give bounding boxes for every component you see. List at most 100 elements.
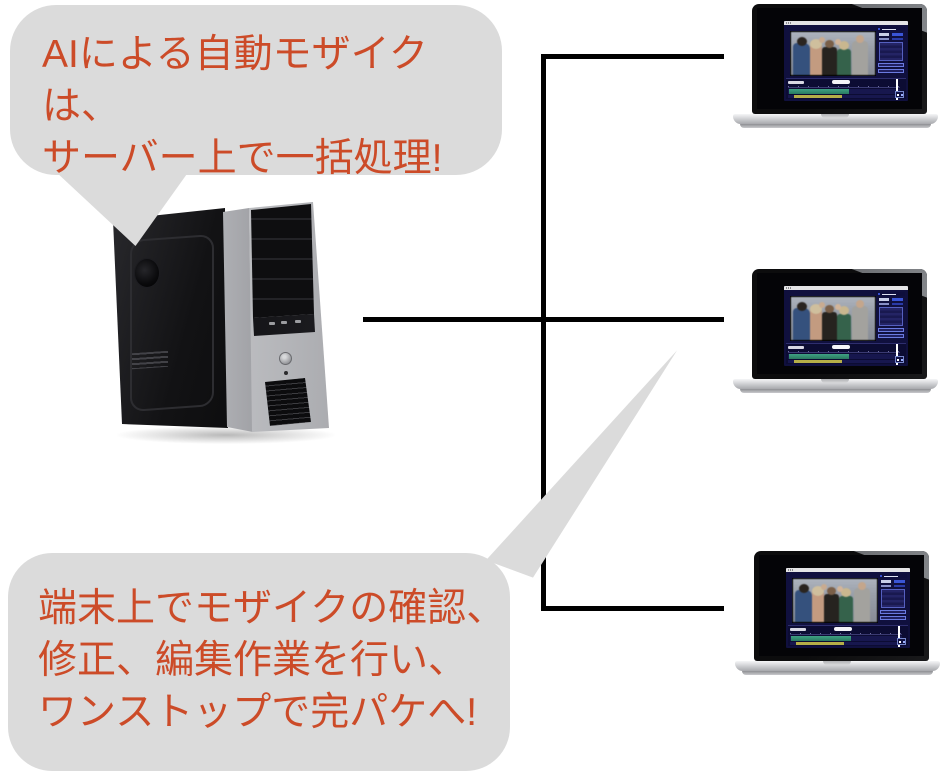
figure-black-shirt — [822, 47, 837, 75]
terminal-callout-line-1: 端末上でモザイクの確認、 — [38, 587, 506, 630]
figure-blonde — [810, 310, 822, 340]
connector-vertical-line — [541, 54, 546, 611]
blurred-face — [819, 302, 825, 308]
client-laptop-1 — [733, 4, 940, 134]
blurred-face — [835, 39, 841, 45]
timeline-end-controls — [895, 356, 904, 363]
editor-tool-panel — [877, 27, 905, 74]
tool-control — [879, 302, 889, 305]
terminal-callout-line-2: 修正、編集作業を行い、 — [38, 639, 468, 682]
figure-blue-suit — [793, 43, 810, 75]
tool-control — [894, 580, 905, 583]
tool-control — [892, 33, 903, 36]
video-preview — [790, 296, 876, 341]
laptop-lid — [754, 551, 929, 661]
mosaic-preview-scene — [793, 579, 877, 622]
editor-timeline — [788, 625, 908, 647]
blurred-face — [825, 305, 834, 313]
timeline-track — [790, 641, 902, 645]
timeline-ruler — [788, 351, 900, 353]
laptop-screen — [757, 273, 922, 374]
blurred-face — [835, 304, 841, 310]
blurred-face — [812, 586, 824, 596]
window-controls-icon — [786, 287, 792, 289]
server-callout-line-1: AIによる自動モザイクは、 — [42, 33, 428, 128]
server-io-port — [281, 321, 287, 324]
transport-buttons — [790, 627, 806, 631]
blurred-face — [819, 37, 825, 43]
clip-list — [879, 42, 903, 61]
laptop-base-notch — [821, 379, 849, 383]
tool-control — [879, 298, 889, 301]
laptop-base-notch — [823, 661, 851, 665]
server-front-trim — [223, 208, 253, 432]
connector-server-branch-line — [363, 317, 724, 322]
editor-timeline — [786, 343, 906, 365]
client-laptop-3 — [735, 551, 940, 681]
video-editor-window — [786, 568, 910, 648]
video-editor-window — [784, 286, 908, 366]
figure-black-shirt — [824, 594, 839, 622]
editor-logo — [877, 292, 905, 296]
blurred-face — [797, 37, 807, 46]
editor-tool-panel — [879, 574, 907, 621]
client-laptop-2 — [733, 269, 940, 399]
blurred-face — [837, 586, 843, 592]
transport-buttons — [788, 345, 804, 349]
laptop-base — [735, 661, 940, 671]
laptop-icon — [733, 4, 940, 134]
server-front-vent — [265, 378, 311, 426]
clip-list — [881, 589, 905, 608]
figure-green-dress — [837, 49, 851, 75]
window-controls-icon — [786, 22, 792, 24]
audio-clip-olive — [794, 95, 842, 98]
server-led — [284, 371, 288, 375]
timeline-end-controls — [895, 91, 904, 98]
clip-list — [879, 307, 903, 326]
editor-titlebar — [784, 286, 908, 290]
laptop-icon — [735, 551, 940, 681]
server-side-panel — [113, 208, 228, 428]
figure-green-dress — [837, 314, 851, 340]
figure-blonde — [810, 45, 822, 75]
blurred-face — [827, 587, 836, 595]
timeline-ruler — [790, 633, 902, 635]
blurred-face — [841, 588, 851, 597]
blurred-face — [799, 584, 809, 593]
tool-control — [881, 584, 891, 587]
video-clip-teal — [789, 354, 849, 359]
server-io-port — [295, 320, 301, 323]
video-editor-window — [784, 21, 908, 101]
timeline-end-controls — [897, 638, 906, 645]
editor-titlebar — [786, 568, 910, 572]
laptop-lid — [752, 4, 927, 114]
server-fan-grille-icon — [134, 258, 160, 288]
blurred-face — [810, 39, 822, 49]
window-controls-icon — [788, 569, 794, 571]
playhead — [898, 626, 900, 647]
figure-green-dress — [839, 596, 853, 622]
tool-control — [892, 302, 903, 305]
figure-blonde — [812, 592, 824, 622]
server-io-port — [269, 322, 275, 325]
timecode-display — [832, 80, 850, 84]
laptop-base-notch — [821, 114, 849, 118]
blurred-face — [858, 582, 866, 590]
panel-button — [880, 610, 906, 614]
figure-blue-suit — [795, 590, 812, 622]
server-callout-bubble: AIによる自動モザイクは、 サーバー上で一括処理! — [10, 5, 502, 180]
figure-gray-suit — [852, 306, 868, 340]
figure-gray-suit — [852, 41, 868, 75]
tool-control — [879, 33, 889, 36]
server-callout-line-2: サーバー上で一括処理! — [42, 137, 443, 180]
connector-bottom-branch-line — [541, 606, 724, 611]
laptop-screen — [757, 8, 922, 109]
video-clip-teal — [791, 636, 851, 641]
laptop-base-lip — [740, 389, 931, 393]
blurred-face — [839, 41, 849, 50]
figure-gray-suit — [854, 588, 870, 622]
terminal-callout-tail — [485, 350, 678, 578]
tool-control — [892, 37, 903, 40]
timecode-display — [834, 627, 852, 631]
